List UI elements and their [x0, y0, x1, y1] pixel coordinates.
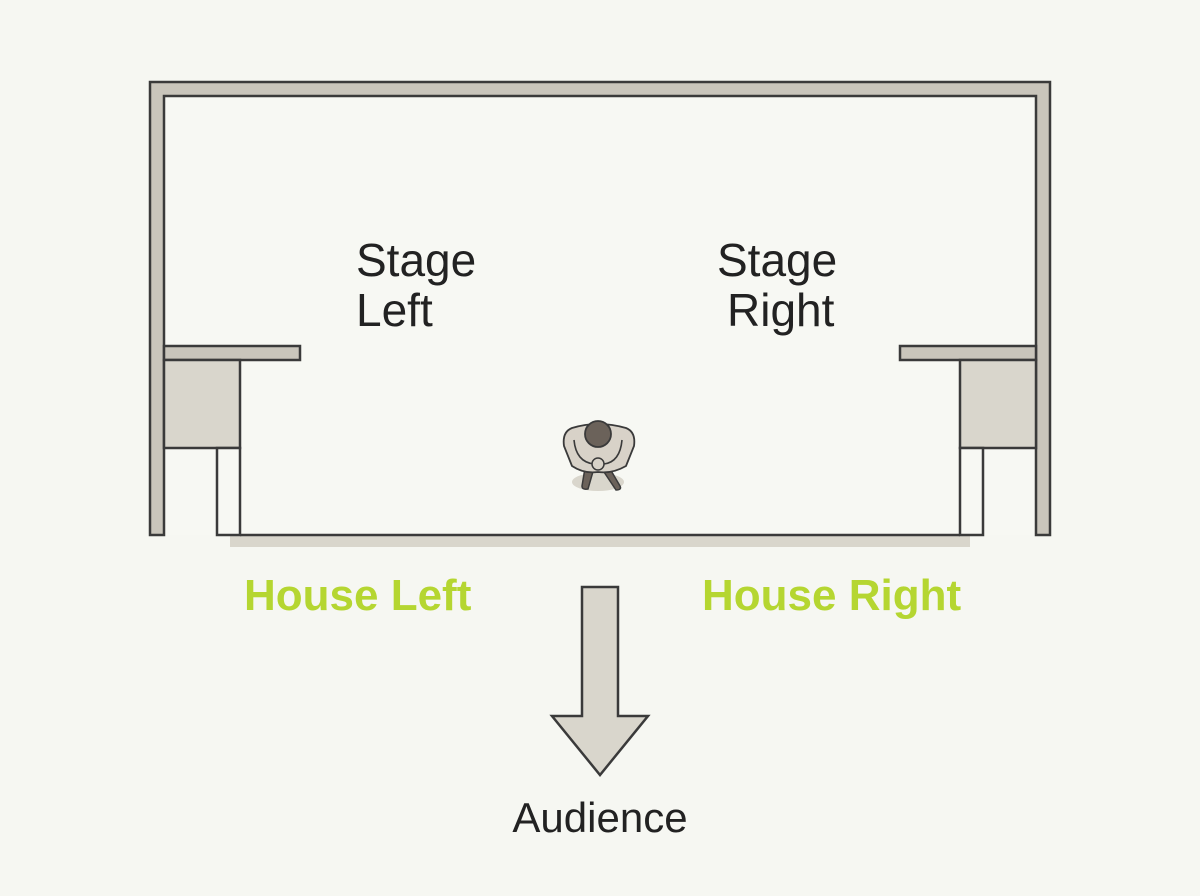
house-left-label: House Left	[244, 571, 472, 620]
stage-right-line1: Stage	[717, 234, 837, 286]
apron-edge-shadow	[230, 536, 970, 547]
left-wing-leg	[215, 446, 242, 537]
performer-head	[584, 420, 612, 448]
stage-left-label: Stage Left	[356, 234, 489, 336]
person-top-view-icon	[562, 420, 636, 491]
stage-right-line2: Right	[727, 284, 835, 336]
audience-label: Audience	[512, 794, 687, 841]
right-wing-shelf	[898, 344, 1038, 362]
right-wing-block	[958, 358, 1038, 450]
right-wing-leg	[958, 446, 985, 537]
house-right-label: House Right	[702, 571, 961, 620]
arrow-down-icon	[549, 585, 651, 777]
stage-left-line2: Left	[356, 284, 433, 336]
performer-hands	[591, 457, 605, 471]
performer-body	[562, 423, 636, 474]
left-wing-block	[162, 358, 242, 450]
left-wing-shelf	[162, 344, 302, 362]
performer-arms	[573, 439, 623, 465]
stage-right-label: Stage Right	[717, 234, 850, 336]
stage-left-line1: Stage	[356, 234, 476, 286]
